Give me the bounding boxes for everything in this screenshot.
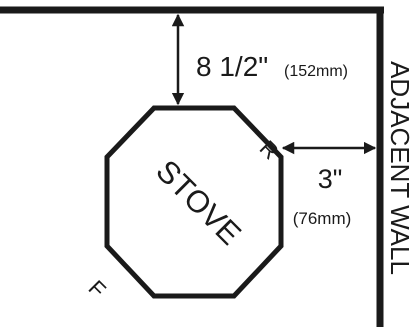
adjacent-wall-label: ADJACENT WALL — [385, 61, 415, 275]
stove-label: STOVE — [149, 153, 248, 252]
top-clearance-mm: (152mm) — [284, 63, 348, 80]
front-marker: F — [84, 275, 111, 302]
side-clearance-label: 3" — [318, 164, 343, 194]
top-clearance-label: 8 1/2" — [196, 51, 268, 82]
stove-octagon — [104, 105, 284, 299]
side-clearance-mm: (76mm) — [293, 209, 352, 228]
